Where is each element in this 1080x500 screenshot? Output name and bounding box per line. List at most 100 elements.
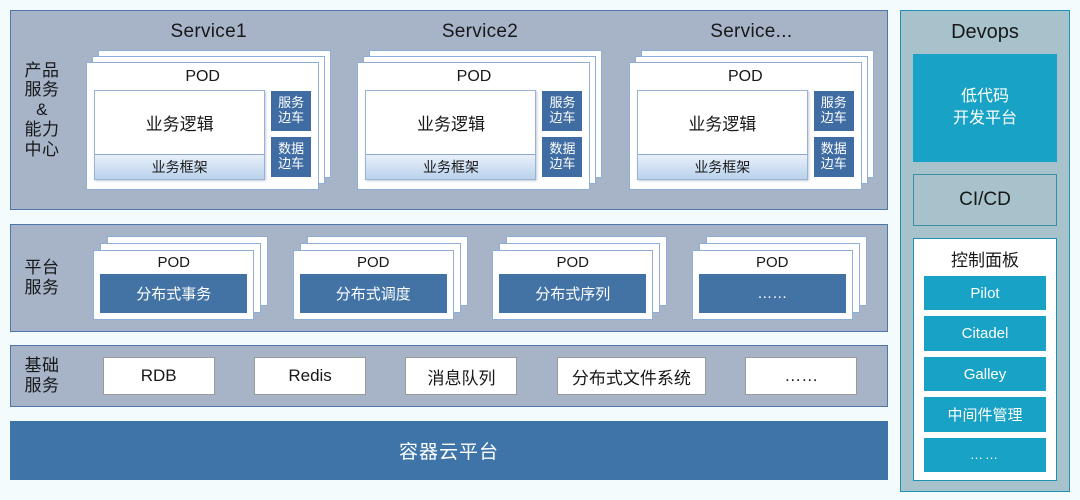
pod-title: POD <box>185 68 220 85</box>
band-label-line: 基础 <box>24 356 60 376</box>
business-logic-box: 业务逻辑 <box>416 115 485 134</box>
pod-card[interactable]: POD 业务逻辑 业务框架 服务 边车 <box>357 62 591 190</box>
business-framework-bar: 业务框架 <box>95 154 265 179</box>
sidecar-line: 边车 <box>820 110 847 125</box>
service-title: Service2 <box>441 21 519 42</box>
platform-pod-card[interactable]: POD 分布式序列 <box>492 250 654 320</box>
platform-pod-card[interactable]: POD 分布式事务 <box>93 250 255 320</box>
sidecar-line: 边车 <box>278 110 305 125</box>
band-label-line: 平台 <box>24 258 60 278</box>
infra-item-distributed-file-system[interactable]: 分布式文件系统 <box>556 357 706 395</box>
pod-main-container: 业务逻辑 业务框架 <box>636 90 808 180</box>
pod-card[interactable]: POD 业务逻辑 业务框架 服务 边车 <box>86 62 320 190</box>
pod-inner: 业务逻辑 业务框架 服务 边车 数据 <box>94 90 312 182</box>
band-label-line: 产品 <box>24 60 60 80</box>
platform-service-name: 分布式事务 <box>100 274 248 313</box>
business-framework-bar: 业务框架 <box>366 154 536 179</box>
business-logic-box: 业务逻辑 <box>688 115 757 134</box>
band-label-product: 产品 服务 & 能力 中心 <box>11 11 73 209</box>
band-body-infra: RDB Redis 消息队列 分布式文件系统 …… <box>73 346 887 406</box>
band-label-line: 能力 <box>24 119 60 139</box>
service-group-1[interactable]: Service1 POD 业务逻辑 业务框架 <box>73 11 344 209</box>
container-cloud-platform-bar: 容器云平台 <box>10 421 888 480</box>
sidecar-line: 数据 <box>278 141 305 157</box>
infra-item-more[interactable]: …… <box>745 357 858 395</box>
sidecar-line: 数据 <box>549 141 576 157</box>
infra-item-message-queue[interactable]: 消息队列 <box>405 357 518 395</box>
platform-service-name: 分布式调度 <box>299 274 447 313</box>
band-label-infra: 基础 服务 <box>11 346 73 406</box>
sidecar-line: 边车 <box>549 110 576 125</box>
sidecar-line: 服务 <box>278 95 305 111</box>
platform-pod-stack[interactable]: POD …… <box>691 236 867 320</box>
cicd-box[interactable]: CI/CD <box>913 174 1057 226</box>
sidecar-column: 服务 边车 数据 边车 <box>271 90 312 180</box>
layer-stack: 产品 服务 & 能力 中心 Service1 POD <box>10 10 888 492</box>
sidecar-line: 边车 <box>278 156 305 171</box>
sidecar-column: 服务 边车 数据 边车 <box>542 90 583 180</box>
service-sidecar-box[interactable]: 服务 边车 <box>542 91 583 131</box>
service-group-2[interactable]: Service2 POD 业务逻辑 业务框架 <box>344 11 615 209</box>
devops-title: Devops <box>951 21 1019 43</box>
control-button-middleware-management[interactable]: 中间件管理 <box>924 397 1046 432</box>
pod-main-container: 业务逻辑 业务框架 <box>94 90 266 180</box>
control-panel: 控制面板 Pilot Citadel Galley 中间件管理 …… <box>913 238 1057 481</box>
band-label-line: & <box>36 100 48 120</box>
devops-panel: Devops 低代码 开发平台 CI/CD 控制面板 Pilot Citadel… <box>900 10 1070 492</box>
pod-inner: 业务逻辑 业务框架 服务 边车 数据 <box>636 90 854 182</box>
pod-stack: POD 业务逻辑 业务框架 服务 边车 <box>357 50 603 190</box>
platform-service-name: …… <box>698 274 846 313</box>
control-button-more[interactable]: …… <box>924 437 1046 473</box>
pod-inner: 业务逻辑 业务框架 服务 边车 数据 <box>365 90 583 182</box>
pod-stack: POD 业务逻辑 业务框架 服务 边车 <box>86 50 332 190</box>
platform-service-name: 分布式序列 <box>499 274 647 313</box>
band-label-line: 服务 <box>24 80 60 100</box>
band-platform-service: 平台 服务 POD 分布式事务 POD 分布式调 <box>10 224 888 332</box>
control-button-citadel[interactable]: Citadel <box>924 316 1046 351</box>
platform-pod-stack[interactable]: POD 分布式调度 <box>292 236 468 320</box>
service-title: Service... <box>710 21 793 42</box>
platform-pod-stack[interactable]: POD 分布式序列 <box>492 236 668 320</box>
service-title: Service1 <box>170 21 247 42</box>
lowcode-line: 低代码 <box>960 88 1009 106</box>
lowcode-platform-box[interactable]: 低代码 开发平台 <box>913 54 1057 162</box>
data-sidecar-box[interactable]: 数据 边车 <box>271 137 312 177</box>
sidecar-column: 服务 边车 数据 边车 <box>813 90 854 180</box>
service-sidecar-box[interactable]: 服务 边车 <box>271 91 312 131</box>
pod-title: POD <box>755 254 789 271</box>
infra-item-redis[interactable]: Redis <box>254 357 367 395</box>
control-button-galley[interactable]: Galley <box>924 356 1046 392</box>
platform-pod-card[interactable]: POD 分布式调度 <box>292 250 454 320</box>
band-body-platform: POD 分布式事务 POD 分布式调度 POD <box>73 225 887 331</box>
data-sidecar-box[interactable]: 数据 边车 <box>542 137 583 177</box>
platform-pod-stack[interactable]: POD 分布式事务 <box>93 236 269 320</box>
control-button-pilot[interactable]: Pilot <box>924 276 1046 311</box>
sidecar-line: 服务 <box>549 95 576 111</box>
pod-card[interactable]: POD 业务逻辑 业务框架 服务 边车 <box>628 62 862 190</box>
band-label-line: 服务 <box>24 278 60 297</box>
business-framework-bar: 业务框架 <box>637 154 807 179</box>
pod-stack: POD 业务逻辑 业务框架 服务 边车 <box>628 50 874 190</box>
pod-title: POD <box>727 68 763 85</box>
sidecar-line: 边车 <box>549 156 576 171</box>
pod-title: POD <box>456 68 492 85</box>
band-label-line: 中心 <box>24 139 60 159</box>
band-product-service: 产品 服务 & 能力 中心 Service1 POD <box>10 10 888 210</box>
service-sidecar-box[interactable]: 服务 边车 <box>813 91 854 131</box>
sidecar-line: 边车 <box>820 156 847 171</box>
pod-title: POD <box>556 254 589 271</box>
lowcode-line: 开发平台 <box>952 110 1017 127</box>
control-panel-title: 控制面板 <box>951 251 1019 270</box>
pod-title: POD <box>356 254 390 271</box>
service-group-3[interactable]: Service... POD 业务逻辑 业务框架 <box>616 11 887 209</box>
platform-pod-card[interactable]: POD …… <box>691 250 853 320</box>
business-logic-box: 业务逻辑 <box>145 115 214 134</box>
data-sidecar-box[interactable]: 数据 边车 <box>813 137 854 177</box>
pod-title: POD <box>157 254 190 271</box>
band-body-product: Service1 POD 业务逻辑 业务框架 <box>73 11 887 209</box>
sidecar-line: 服务 <box>820 95 847 111</box>
infra-item-rdb[interactable]: RDB <box>102 357 215 395</box>
pod-main-container: 业务逻辑 业务框架 <box>365 90 537 180</box>
sidecar-line: 数据 <box>820 141 847 157</box>
